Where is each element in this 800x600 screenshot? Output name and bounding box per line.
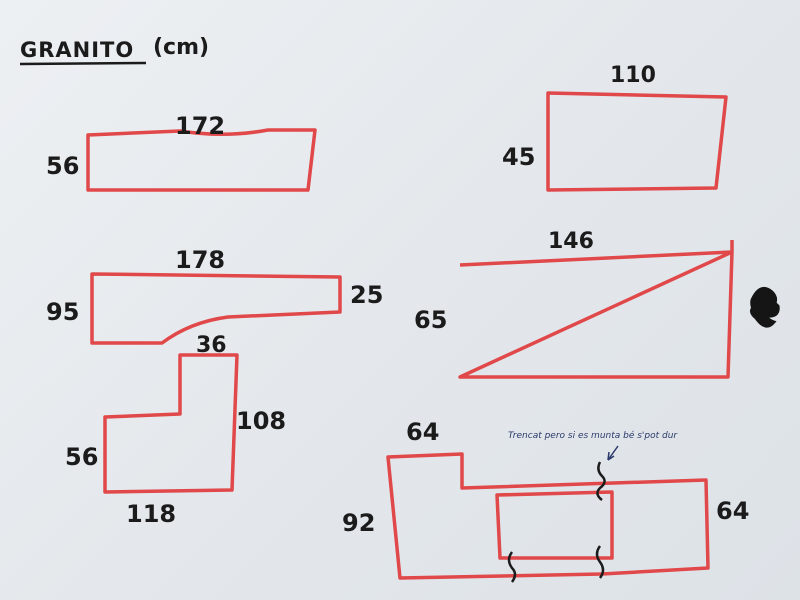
piece-3-outline: [103, 353, 239, 494]
piece-6-left-label: 92: [342, 509, 375, 537]
piece-5-outline: [458, 240, 734, 379]
piece-1-outline: [86, 128, 317, 192]
sketch-title: GRANITO: [20, 38, 134, 62]
piece-2-top-label: 178: [175, 246, 225, 274]
piece-4-left-label: 45: [502, 143, 535, 171]
piece-5-top-label: 146: [548, 229, 594, 254]
piece-3-right-label: 108: [236, 407, 286, 435]
ink-scribble: [750, 286, 780, 328]
piece-2-outline: [90, 272, 342, 345]
piece-5-left-label: 65: [414, 306, 447, 334]
piece-4-top-label: 110: [610, 63, 656, 88]
piece-4-outline: [546, 91, 728, 192]
piece-1-top-label: 172: [175, 112, 225, 140]
piece-6-top-label: 64: [406, 418, 439, 446]
piece-1-left-label: 56: [46, 152, 79, 180]
piece-3-bottom-label: 118: [126, 500, 176, 528]
piece-3-top-label: 36: [196, 333, 227, 358]
crack-note: Trencat pero si es munta bé s'pot dur: [508, 430, 678, 441]
piece-6-right-label: 64: [716, 497, 749, 525]
piece-2-left-label: 95: [46, 298, 79, 326]
note-arrow-icon: [607, 445, 619, 461]
piece-2-right-label: 25: [350, 281, 383, 309]
crack-marks: [507, 461, 606, 583]
note-arrowhead-icon: [607, 451, 615, 461]
sketch-unit: (cm): [153, 35, 209, 60]
piece-6-inner-outline: [495, 490, 614, 560]
title-underline: [19, 61, 147, 66]
piece-3-left-label: 56: [65, 443, 98, 471]
piece-6-outline: [386, 452, 710, 580]
